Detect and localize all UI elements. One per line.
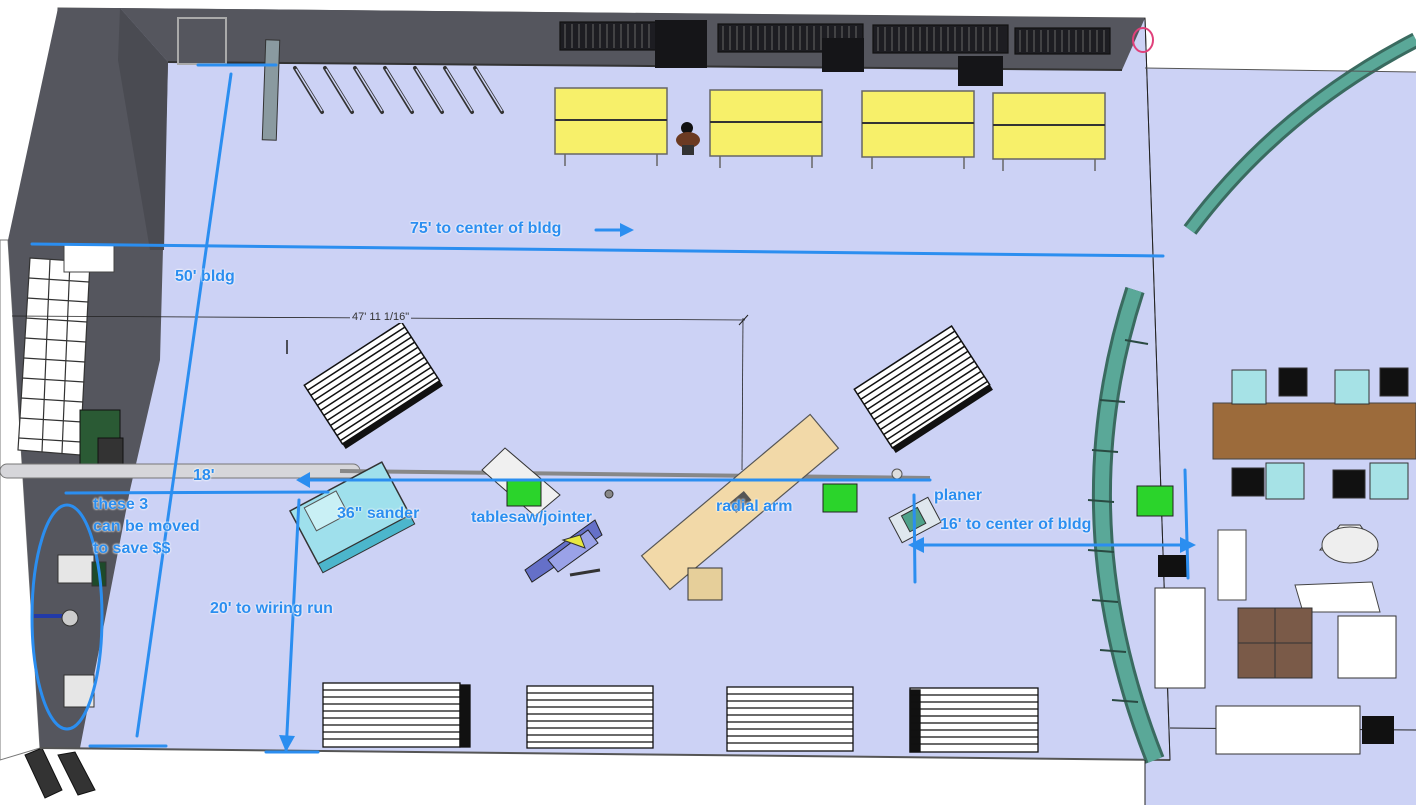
power-marker xyxy=(822,483,858,513)
label-planer: planer xyxy=(934,487,983,504)
conference-chairs xyxy=(1231,367,1409,500)
machine xyxy=(61,609,79,627)
label-sander: 36" sander xyxy=(337,505,420,522)
label-moved-line1: these 3 xyxy=(93,496,149,513)
door xyxy=(177,17,227,65)
left-shelving xyxy=(17,257,91,456)
label-moved-line2: can be moved xyxy=(93,518,200,535)
machine xyxy=(57,554,95,584)
pipe-end xyxy=(891,468,903,480)
conference-table xyxy=(1212,402,1416,460)
label-50-bldg: 50' bldg xyxy=(175,268,235,285)
sander-machine xyxy=(288,461,416,574)
label-20-wiring: 20' to wiring run xyxy=(210,600,333,617)
annotations xyxy=(30,63,1192,754)
power-marker xyxy=(1136,485,1174,517)
back-cabinet xyxy=(655,20,707,68)
person-figure xyxy=(676,122,700,155)
radial-arm-cabinet xyxy=(687,567,723,601)
work-tables xyxy=(554,87,1106,171)
sofa xyxy=(1215,705,1361,755)
label-18: 18' xyxy=(193,467,215,484)
armchair xyxy=(1337,615,1397,679)
label-tablesaw: tablesaw/jointer xyxy=(471,509,592,526)
left-wall xyxy=(8,8,168,748)
lamp-table xyxy=(1294,581,1381,613)
lumber-rack xyxy=(853,325,993,453)
radiator-fins xyxy=(564,24,1105,52)
label-moved-line3: to save $$ xyxy=(93,540,171,557)
bottom-rack xyxy=(726,686,854,752)
origin-marker xyxy=(1132,27,1154,53)
left-door xyxy=(57,751,96,796)
dimension-line xyxy=(741,317,744,471)
bottom-rack xyxy=(909,687,1039,753)
wall-rack-arms-light xyxy=(295,68,503,112)
shelf-top xyxy=(63,243,115,273)
label-dimension-47: 47' 11 1/16" xyxy=(350,311,412,323)
glass-mullions xyxy=(1087,339,1149,703)
left-wall-face xyxy=(118,8,168,250)
speaker xyxy=(1158,555,1188,577)
back-cabinet xyxy=(822,38,864,72)
armchair xyxy=(1154,587,1206,689)
door-open xyxy=(261,39,281,141)
back-cabinet xyxy=(958,56,1003,86)
radial-arm-bench xyxy=(640,413,840,591)
lumber-rack xyxy=(303,321,443,449)
left-door xyxy=(24,747,63,799)
dust-pipe-line xyxy=(339,469,931,480)
side-panel xyxy=(1217,529,1247,601)
building-edge xyxy=(1144,67,1416,73)
arrowheads xyxy=(279,223,1196,752)
power-marker xyxy=(506,479,542,507)
label-16-center: 16' to center of bldg xyxy=(940,516,1092,533)
bottom-rack xyxy=(322,682,471,748)
label-75-center: 75' to center of bldg xyxy=(410,220,562,237)
speaker xyxy=(1362,716,1394,744)
bottom-rack xyxy=(526,685,654,749)
label-radial-arm: radial arm xyxy=(716,498,793,515)
